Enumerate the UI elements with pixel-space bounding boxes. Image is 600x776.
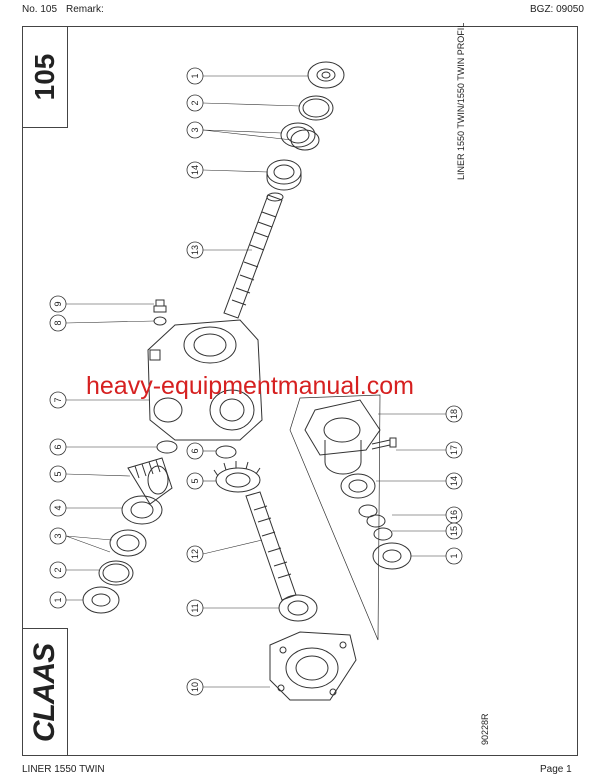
shim-ring-left <box>156 440 178 454</box>
gearbox-housing <box>147 319 263 441</box>
bearing-right <box>340 473 376 499</box>
shaft-lower <box>245 491 297 601</box>
watermark: heavy-equipmentmanual.com <box>86 372 414 400</box>
callout-3-left: 3 <box>53 533 63 538</box>
callout-8: 8 <box>53 320 63 325</box>
seal-ring-small <box>153 316 167 326</box>
header-remark: Remark: <box>66 4 104 15</box>
callout-12: 12 <box>190 549 200 559</box>
flange-housing-right <box>304 399 381 475</box>
callout-5-right: 5 <box>190 478 200 483</box>
leader-lines <box>65 75 446 688</box>
bearing-upper <box>266 159 302 191</box>
callout-14-right: 14 <box>449 476 459 486</box>
callout-6-right: 6 <box>190 448 200 453</box>
bearing-left <box>121 495 163 525</box>
callout-18: 18 <box>449 409 459 419</box>
shim-ring-right <box>215 445 237 459</box>
callout-2-top: 2 <box>190 100 200 105</box>
callout-3-top: 3 <box>190 127 200 132</box>
callout-14-top: 14 <box>190 165 200 175</box>
flange-lower <box>269 631 357 701</box>
callout-15: 15 <box>449 526 459 536</box>
callout-2-left: 2 <box>53 567 63 572</box>
callout-1-right: 1 <box>449 553 459 558</box>
spacer-rings-top <box>280 122 320 151</box>
callout-11: 11 <box>190 603 200 612</box>
bevel-gear-left <box>127 457 173 505</box>
callout-9: 9 <box>53 301 63 306</box>
circlip-top <box>298 95 334 121</box>
bearing-top <box>307 61 345 89</box>
seal-left <box>82 586 120 614</box>
logo-box: CLAAS <box>22 628 68 756</box>
page-number-box: 105 <box>22 26 68 128</box>
callout-6-left: 6 <box>53 444 63 449</box>
callout-17: 17 <box>449 445 459 455</box>
bevel-gear-right <box>213 461 261 493</box>
footer-page: Page 1 <box>540 764 572 775</box>
callout-16: 16 <box>449 510 459 520</box>
header-number: No. 105 <box>22 4 58 15</box>
callout-13: 13 <box>190 245 200 255</box>
callout-10: 10 <box>190 682 200 692</box>
callout-bubbles <box>49 67 463 696</box>
callout-4: 4 <box>53 505 63 510</box>
spacer-rings-left <box>109 529 147 557</box>
callout-1-top: 1 <box>190 73 200 78</box>
grease-nipple <box>153 299 167 313</box>
circlip-left <box>98 560 134 586</box>
shaft-upper <box>223 192 284 319</box>
callout-1-left: 1 <box>53 597 63 602</box>
callout-7: 7 <box>53 397 63 402</box>
header-bgz: BGZ: 09050 <box>530 4 584 15</box>
bolt-right <box>371 437 397 450</box>
drawing-frame <box>22 26 578 756</box>
circlip-right <box>373 527 393 541</box>
bearing-lower <box>278 594 318 622</box>
spacer-rings-right <box>358 504 386 528</box>
callout-5-left: 5 <box>53 471 63 476</box>
footer-model: LINER 1550 TWIN <box>22 764 105 775</box>
